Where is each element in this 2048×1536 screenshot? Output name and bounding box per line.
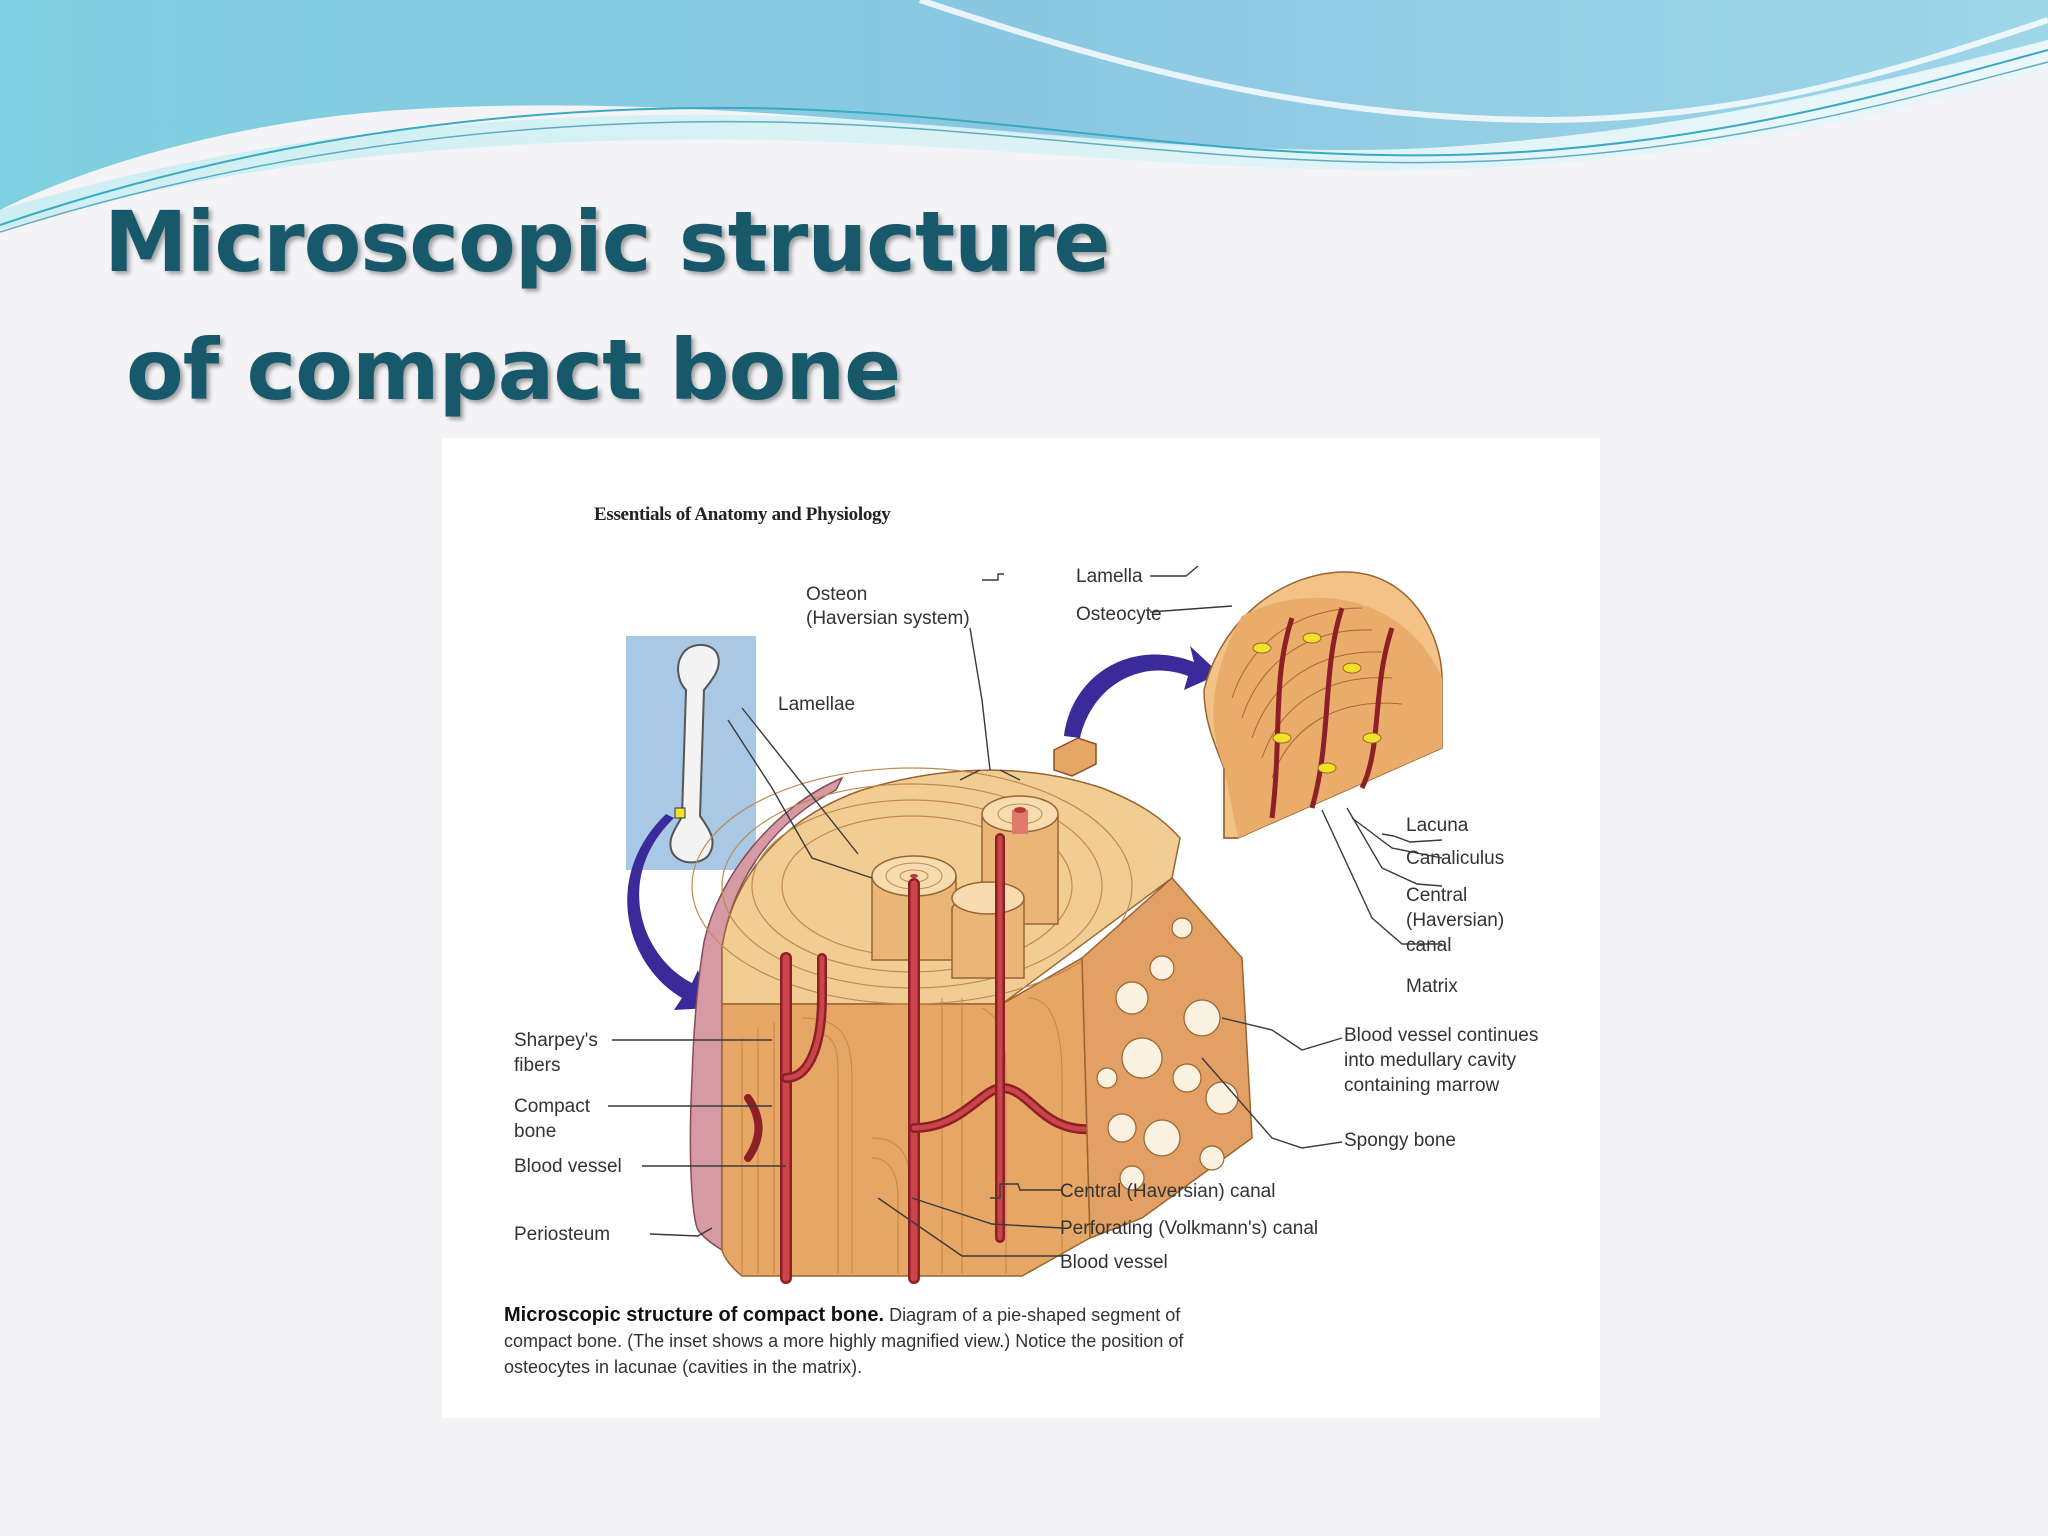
label-blood-vessel-left: Blood vessel [514,1156,622,1177]
diagram-labels: Lamella Osteocyte Osteon (Haversian syst… [514,566,1538,1273]
label-compact-2: bone [514,1121,556,1142]
label-blood-vessel-bottom: Blood vessel [1060,1252,1168,1273]
label-spongy-bone: Spongy bone [1344,1130,1456,1151]
label-vessel-continues-3: containing marrow [1344,1075,1500,1096]
label-osteocyte: Osteocyte [1076,604,1162,625]
label-lacuna: Lacuna [1406,815,1469,836]
label-matrix: Matrix [1406,976,1458,997]
label-central-canal-3: canal [1406,935,1451,956]
bone-segment [689,737,1253,1284]
magnified-osteon-inset [1203,571,1443,839]
inset-source-block [1053,737,1097,777]
inset-osteocytes [1252,632,1382,774]
spongy-bone [1081,876,1253,1240]
label-central-haversian-canal: Central (Haversian) canal [1060,1181,1275,1202]
label-osteon-sub: (Haversian system) [806,608,970,629]
label-central-canal: Central [1406,885,1467,906]
slide-title-line1: Microscopic structure [104,193,1110,291]
label-lamella: Lamella [1076,566,1143,587]
slide-title: Microscopic structure of compact bone [104,178,1110,434]
label-compact: Compact [514,1096,591,1117]
femur-inset [626,636,756,870]
label-perforating-canal: Perforating (Volkmann's) canal [1060,1218,1318,1239]
label-canaliculus: Canaliculus [1406,848,1504,869]
arrow-to-magnified [1064,646,1220,738]
arrow-inset-to-segment [627,814,710,1010]
slide-title-line2: of compact bone [126,321,901,419]
leader-lines [608,565,1443,1257]
label-periosteum: Periosteum [514,1224,610,1245]
label-central-canal-2: (Haversian) [1406,910,1504,931]
figure-caption: Microscopic structure of compact bone. D… [504,1302,1224,1380]
osteon-cylinder-3 [951,881,1025,979]
inset-vessels [1269,607,1395,819]
book-title: Essentials of Anatomy and Physiology [594,504,891,525]
lamella-lead [982,573,1004,581]
label-sharpeys: Sharpey's [514,1030,598,1051]
label-vessel-continues-2: into medullary cavity [1344,1050,1517,1071]
label-lamellae: Lamellae [778,694,855,715]
caption-bold: Microscopic structure of compact bone. [504,1304,885,1326]
inset-lamellae [1231,607,1403,779]
compact-bone-diagram: Lamella Osteocyte Osteon (Haversian syst… [514,565,1538,1284]
label-sharpeys-2: fibers [514,1055,560,1076]
compact-bone-figure: Essentials of Anatomy and Physiology [442,438,1600,1418]
label-vessel-continues: Blood vessel continues [1344,1025,1538,1046]
caption-text: Diagram of a pie-shaped segment of compa… [504,1305,1184,1377]
label-osteon: Osteon [806,584,867,605]
